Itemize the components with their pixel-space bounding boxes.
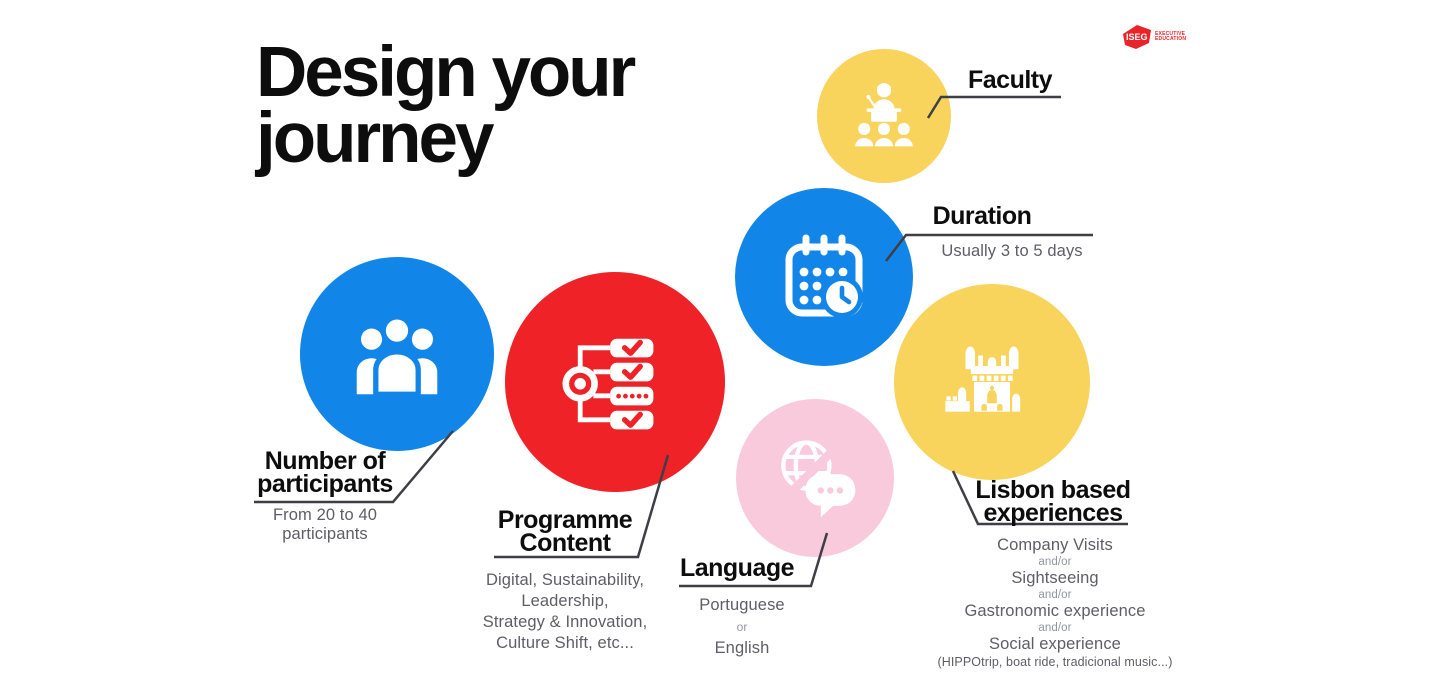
title-line-2: journey	[256, 99, 494, 178]
calendar-clock-icon	[785, 234, 863, 318]
belem-tower-icon	[945, 346, 1021, 412]
duration-detail: Usually 3 to 5 days	[941, 242, 1083, 260]
participants-circle	[300, 257, 494, 451]
language-label: Language	[679, 554, 795, 582]
lisbon-detail: Company Visits and/or Sightseeing and/or…	[937, 536, 1173, 670]
programme-label: Programme Content	[497, 506, 633, 557]
logo-line-2: EDUCATION	[1155, 36, 1187, 42]
language-detail: Portuguese or English	[699, 596, 785, 657]
svg-text:ISEG: ISEG	[1126, 32, 1148, 42]
programme-circle	[505, 272, 725, 492]
lisbon-label: Lisbon based experiences	[975, 476, 1131, 527]
duration-label: Duration	[932, 202, 1032, 230]
programme-detail: Digital, Sustainability, Leadership, Str…	[482, 571, 648, 652]
title-line-1: Design your	[256, 33, 636, 112]
participants-detail: From 20 to 40 participants	[272, 506, 377, 544]
iseg-logo-wordmark: EXECUTIVE EDUCATION	[1155, 30, 1187, 43]
logo-line-1: EXECUTIVE	[1155, 30, 1186, 37]
lisbon-circle	[894, 284, 1090, 480]
participants-label: Number of participants	[257, 447, 393, 498]
globe-chat-icon	[775, 434, 856, 518]
iseg-logo-icon: ISEG	[1123, 25, 1151, 49]
checklist-process-icon	[562, 338, 654, 430]
duration-circle	[735, 188, 913, 366]
language-circle	[736, 399, 894, 557]
iseg-logo: ISEG EXECUTIVE EDUCATION	[1122, 24, 1186, 50]
faculty-label: Faculty	[967, 66, 1053, 94]
faculty-presenter-icon	[855, 82, 913, 147]
people-group-icon	[356, 314, 438, 397]
